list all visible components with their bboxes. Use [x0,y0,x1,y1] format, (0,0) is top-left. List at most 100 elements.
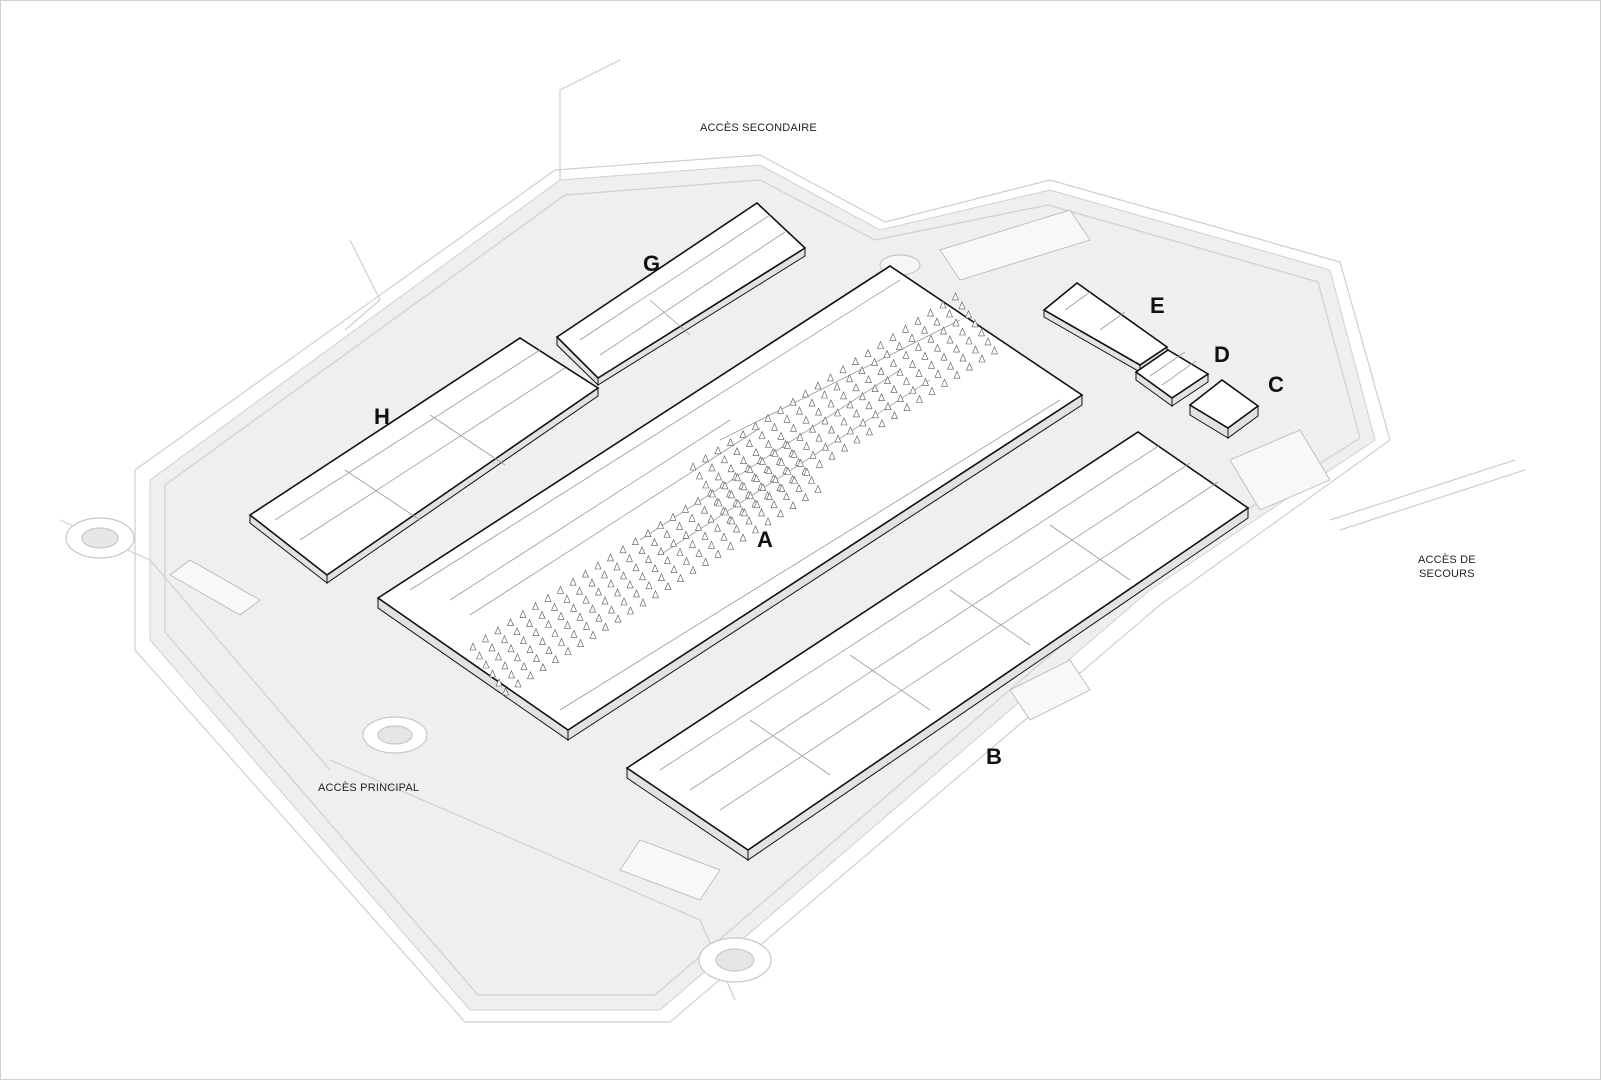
skylight-triangle [607,553,614,562]
skylight-triangle [701,531,709,540]
skylight-triangle [772,474,779,483]
skylight-triangle [677,573,684,582]
access-emergency-label: ACCÈS DE SECOURS [1418,553,1476,581]
skylight-triangle [588,578,596,587]
skylight-triangle [601,570,608,579]
b-grid-1 [659,444,1161,771]
skylight-triangle [715,498,723,507]
d-grid-1 [1149,351,1186,377]
skylight-triangle [488,643,496,652]
skylight-triangle [927,334,935,343]
skylight-triangle [778,483,786,492]
parking-centre [1009,659,1091,721]
skylight-triangle [984,337,992,346]
skylight-triangle [753,500,761,509]
skylight-triangle [878,392,885,402]
skylight-triangle [694,496,702,505]
skylight-triangle [927,308,934,317]
skylight-triangle [764,413,772,422]
skylight-triangle [859,418,867,427]
skylight-triangle [809,424,816,433]
skylight-triangle [752,421,759,430]
skylight-triangle [816,459,823,468]
skylight-triangle [727,437,734,447]
skylight-triangle [595,587,602,596]
skylight-triangle [520,662,528,671]
skylight-triangle [908,333,916,342]
skylight-triangle [839,365,847,374]
skylight-triangle [551,602,558,611]
skylight-triangle [607,579,615,588]
skylight-triangle [740,455,747,465]
skylight-triangle [796,406,803,415]
skylight-triangle [783,414,791,423]
skylight-triangle [933,317,941,326]
skylight-triangle [544,593,552,602]
skylight-triangle [507,644,515,653]
skylight-triangle [564,620,571,629]
skylight-triangle [764,517,772,526]
skylight-triangle [802,492,809,501]
skylight-triangle [903,402,911,411]
parking-northeast [939,209,1091,281]
skylight-triangle [651,537,658,546]
skylight-triangle [532,601,539,610]
skylight-triangle [746,464,754,474]
skylight-triangle [897,393,904,402]
truck-parking [169,209,1331,901]
skylight-triangle [783,491,790,501]
skylight-triangle [658,572,665,582]
skylight-triangle [784,440,791,449]
skylight-triangle [601,596,609,605]
skylight-triangle [877,366,885,375]
roof-building-c [1188,378,1260,429]
skylight-triangle [884,401,892,411]
skylight-triangle [909,385,917,394]
skylight-triangle [614,588,621,597]
skylight-triangle [545,645,553,654]
skylight-triangle [689,565,697,574]
skylight-triangle [766,491,773,501]
skylight-triangle [991,346,998,355]
skylight-triangle [583,621,590,630]
skylight-triangle [883,349,891,358]
skylight-triangle [808,475,815,484]
skylight-triangle [501,661,509,670]
skylight-triangle [965,310,972,319]
skylight-triangle [821,390,828,399]
roundabout-south-west-inner [377,725,413,745]
skylight-triangle [833,382,841,391]
skylight-triangle [663,529,671,538]
roundabout-south-inner [715,948,755,972]
skylight-triangle [614,614,622,623]
d-grid-2 [1161,360,1197,386]
skylight-triangle [789,397,797,406]
skylight-triangle [921,351,929,360]
skylight-triangle [502,687,509,696]
skylight-triangle [814,484,822,493]
skylight-triangle [790,449,798,458]
skylight-triangle [896,367,904,376]
building-walls [249,247,1259,861]
skylight-triangle [759,482,767,492]
skylight-triangle [902,324,909,333]
skylight-triangle [909,359,916,368]
skylight-triangle [758,430,766,439]
skylight-triangle [934,343,941,352]
skylight-triangle [846,400,854,409]
skylight-triangle [570,629,578,638]
skylight-triangle [871,357,878,366]
skylight-triangle [958,301,966,310]
skylight-triangle [808,398,816,407]
skylight-triangle [891,410,898,420]
skylight-triangle [959,327,966,336]
skylight-triangle [878,419,886,428]
skylight-triangle [828,451,836,460]
skylight-triangle [815,407,822,416]
skylight-triangle [727,464,735,473]
skylight-triangle [946,335,954,344]
skylight-triangle [871,383,879,393]
skylight-triangle [952,318,960,327]
skylight-triangle [752,525,759,534]
building-label-a: A [757,527,773,552]
